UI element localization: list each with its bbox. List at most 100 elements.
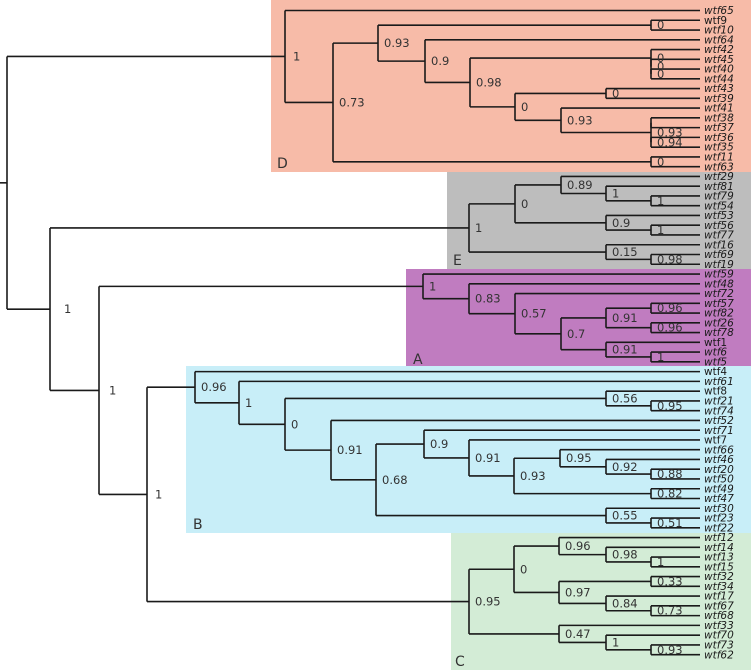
- clade-highlights: [186, 0, 751, 670]
- tip-label: wtf52: [704, 415, 734, 427]
- tip-label: wtf82: [704, 308, 734, 320]
- tip-label: wtf79: [704, 191, 734, 203]
- tip-label: wtf47: [704, 493, 734, 505]
- support-value: 0.73: [657, 604, 683, 618]
- support-value: 0.91: [475, 451, 501, 465]
- support-value: 0.96: [657, 301, 683, 315]
- support-value: 0.91: [612, 311, 638, 325]
- tip-label: wtf29: [704, 171, 734, 183]
- tip-label: wtf53: [704, 210, 734, 222]
- support-value: 0: [657, 51, 664, 65]
- support-value: 0.93: [384, 36, 410, 50]
- tip-label: wtf17: [704, 591, 734, 603]
- support-value: 1: [109, 383, 116, 397]
- support-value: 0: [521, 197, 528, 211]
- support-value: 0.98: [657, 252, 683, 266]
- clade-e-label: E: [453, 253, 462, 269]
- support-value: 0.56: [612, 391, 638, 405]
- tip-label: wtf43: [704, 83, 734, 95]
- support-value: 0.73: [339, 95, 365, 109]
- support-value: 0.33: [657, 574, 683, 588]
- tip-label: wtf13: [704, 552, 734, 564]
- support-value: 0.55: [612, 509, 638, 523]
- clade-c-label: C: [455, 654, 465, 670]
- support-value: 0.57: [521, 307, 547, 321]
- tip-label: wtf49: [704, 483, 734, 495]
- tip-label: wtf26: [704, 317, 734, 329]
- tip-label: wtf7: [704, 435, 727, 447]
- support-value: 0.95: [566, 451, 592, 465]
- tip-label: wtf69: [704, 249, 734, 261]
- support-value: 0.91: [337, 443, 363, 457]
- tip-label: wtf65: [704, 5, 734, 17]
- tip-label: wtf5: [704, 356, 727, 368]
- support-value: 0.7: [567, 327, 585, 341]
- support-value: 0.51: [657, 516, 683, 530]
- support-value: 0.88: [657, 467, 683, 481]
- tip-label: wtf16: [704, 239, 734, 251]
- tip-label: wtf71: [704, 425, 734, 437]
- support-value: 1: [155, 487, 162, 501]
- support-value: 1: [64, 302, 71, 316]
- tip-label: wtf61: [704, 376, 734, 388]
- support-value: 0.98: [476, 75, 502, 89]
- tip-label: wtf1: [704, 337, 727, 349]
- tip-label: wtf57: [704, 298, 734, 310]
- support-value: 0: [657, 67, 664, 81]
- support-value: 1: [612, 187, 619, 201]
- tip-label: wtf6: [704, 347, 727, 359]
- support-value: 0.9: [612, 216, 630, 230]
- tip-label: wtf10: [704, 25, 734, 37]
- support-value: 0.9: [431, 54, 449, 68]
- tip-label: wtf14: [704, 542, 734, 554]
- support-value: 0.97: [565, 585, 591, 599]
- tip-label: wtf8: [704, 386, 727, 398]
- support-value: 0: [657, 155, 664, 169]
- support-value: 0.93: [567, 113, 593, 127]
- clade-b-label: B: [193, 517, 203, 533]
- support-value: 1: [657, 223, 664, 237]
- support-value: 0.93: [520, 469, 546, 483]
- tip-label: wtf73: [704, 640, 734, 652]
- support-value: 1: [657, 555, 664, 569]
- tip-label: wtf67: [704, 600, 734, 612]
- support-value: 1: [245, 396, 252, 410]
- tip-labels: wtf65wtf9wtf10wtf64wtf42wtf45wtf40wtf44w…: [704, 5, 734, 661]
- tip-label: wtf21: [704, 396, 734, 408]
- support-value: 0.95: [657, 399, 683, 413]
- support-values: 11110.730.9300.90.98000000.930.930.94010…: [64, 18, 683, 657]
- support-value: 0.89: [567, 178, 593, 192]
- tip-label: wtf33: [704, 620, 734, 632]
- tip-label: wtf77: [704, 230, 734, 242]
- clade-d-highlight: [271, 0, 751, 172]
- tip-label: wtf50: [704, 474, 734, 486]
- tip-label: wtf15: [704, 561, 734, 573]
- support-value: 0: [612, 86, 619, 100]
- tip-label: wtf12: [704, 532, 734, 544]
- tip-label: wtf40: [704, 64, 734, 76]
- support-value: 0.91: [612, 343, 638, 357]
- support-value: 0.47: [565, 627, 591, 641]
- tip-label: wtf4: [704, 366, 727, 378]
- tip-label: wtf64: [704, 34, 734, 46]
- support-value: 1: [612, 635, 619, 649]
- support-value: 0.68: [382, 473, 408, 487]
- support-value: 0.15: [612, 245, 638, 259]
- tip-label: wtf32: [704, 571, 734, 583]
- tip-label: wtf23: [704, 513, 734, 525]
- support-value: 1: [657, 350, 664, 364]
- support-value: 0.92: [612, 460, 638, 474]
- support-value: 0.82: [657, 487, 683, 501]
- tip-label: wtf56: [704, 220, 734, 232]
- tip-label: wtf11: [704, 152, 734, 164]
- tip-label: wtf45: [704, 54, 734, 66]
- support-value: 0.96: [565, 539, 591, 553]
- clade-c-highlight: [451, 533, 751, 670]
- support-value: 0.84: [612, 596, 638, 610]
- tip-label: wtf68: [704, 610, 734, 622]
- support-value: 0: [521, 100, 528, 114]
- tip-label: wtf22: [704, 522, 734, 534]
- tip-label: wtf20: [704, 464, 734, 476]
